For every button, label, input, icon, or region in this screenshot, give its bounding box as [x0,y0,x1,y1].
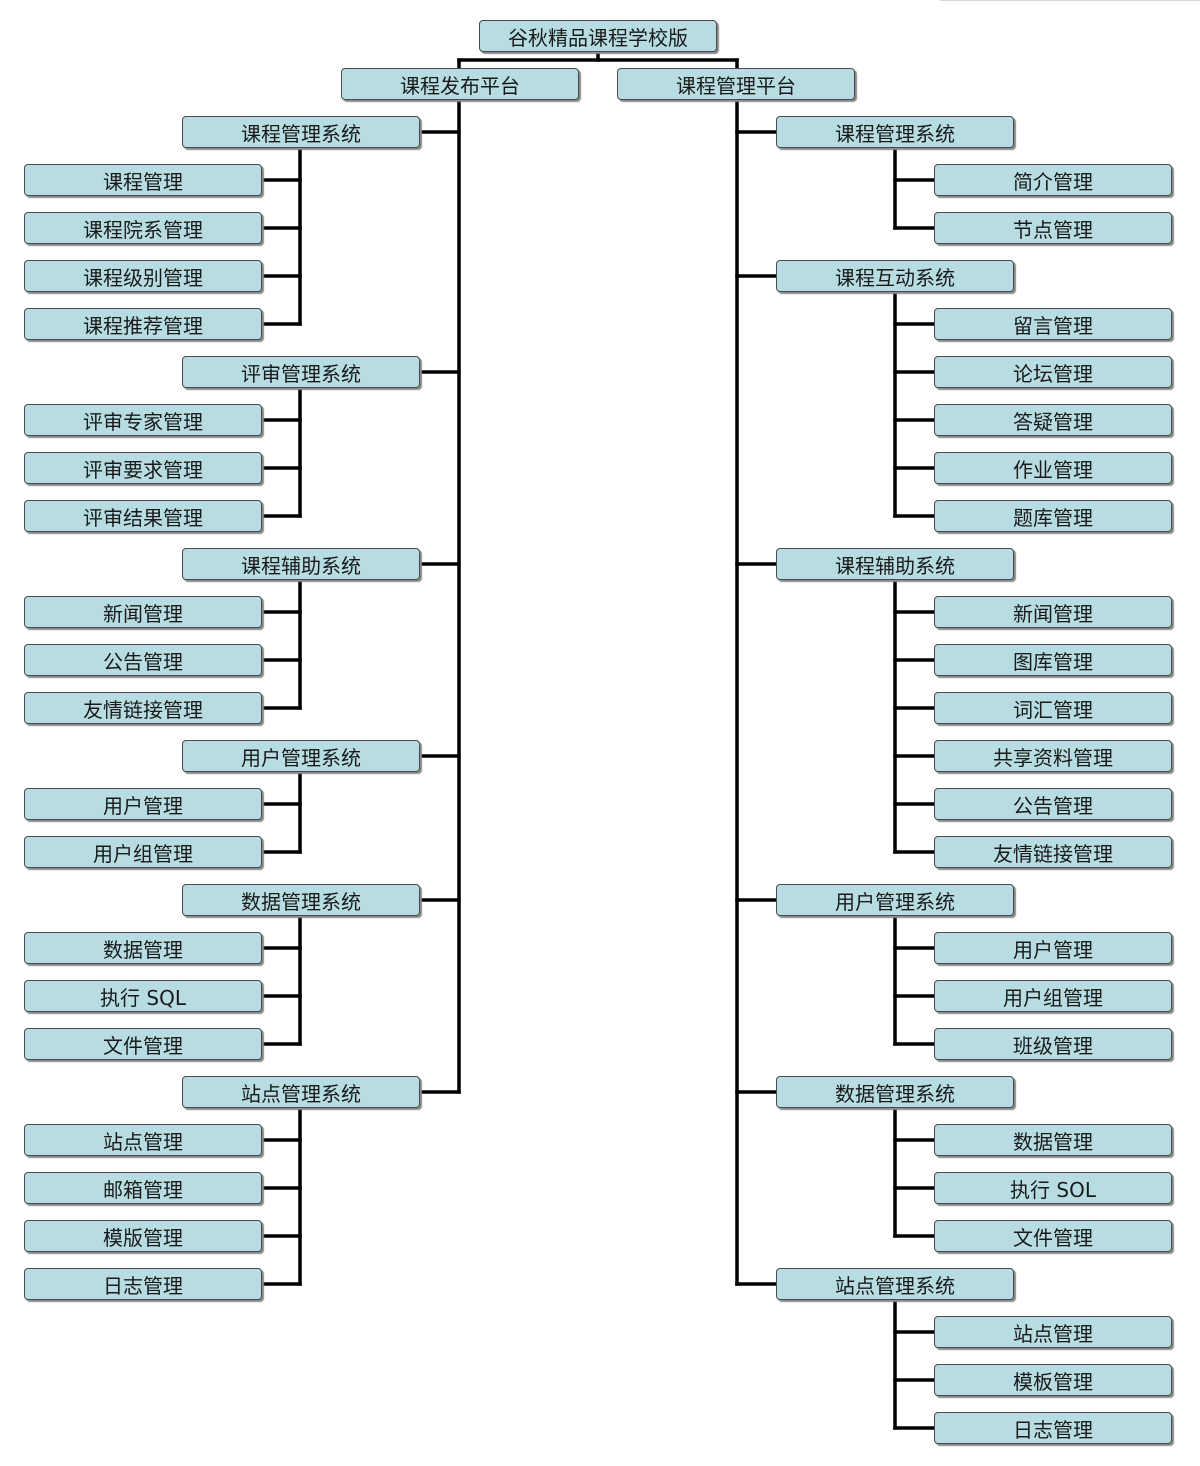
item-node: 日志管理 [24,1268,262,1300]
root-node: 谷秋精品课程学校版 [479,20,717,52]
item-node: 站点管理 [934,1316,1172,1348]
item-node: 站点管理 [24,1124,262,1156]
item-node: 邮箱管理 [24,1172,262,1204]
item-node: 课程管理 [24,164,262,196]
item-node: 新闻管理 [24,596,262,628]
item-node: 用户组管理 [24,836,262,868]
item-node: 文件管理 [934,1220,1172,1252]
item-node: 新闻管理 [934,596,1172,628]
item-node: 执行 SQL [24,980,262,1012]
item-node: 数据管理 [934,1124,1172,1156]
item-node: 用户管理 [934,932,1172,964]
item-node: 用户组管理 [934,980,1172,1012]
item-node: 用户管理 [24,788,262,820]
system-node: 站点管理系统 [182,1076,420,1108]
system-node: 课程互动系统 [776,260,1014,292]
item-node: 文件管理 [24,1028,262,1060]
item-node: 留言管理 [934,308,1172,340]
item-node: 论坛管理 [934,356,1172,388]
system-node: 站点管理系统 [776,1268,1014,1300]
item-node: 简介管理 [934,164,1172,196]
item-node: 数据管理 [24,932,262,964]
item-node: 班级管理 [934,1028,1172,1060]
system-node: 课程辅助系统 [182,548,420,580]
item-node: 答疑管理 [934,404,1172,436]
item-node: 作业管理 [934,452,1172,484]
header-rule [940,0,1200,4]
system-node: 评审管理系统 [182,356,420,388]
item-node: 共享资料管理 [934,740,1172,772]
system-node: 数据管理系统 [182,884,420,916]
item-node: 公告管理 [934,788,1172,820]
system-node: 用户管理系统 [182,740,420,772]
platform-node-left: 课程发布平台 [341,68,579,100]
item-node: 友情链接管理 [934,836,1172,868]
item-node: 课程院系管理 [24,212,262,244]
item-node: 评审结果管理 [24,500,262,532]
system-node: 课程管理系统 [776,116,1014,148]
item-node: 评审专家管理 [24,404,262,436]
item-node: 节点管理 [934,212,1172,244]
item-node: 图库管理 [934,644,1172,676]
system-node: 课程管理系统 [182,116,420,148]
item-node: 公告管理 [24,644,262,676]
item-node: 课程推荐管理 [24,308,262,340]
item-node: 词汇管理 [934,692,1172,724]
system-node: 课程辅助系统 [776,548,1014,580]
item-node: 日志管理 [934,1412,1172,1444]
item-node: 模板管理 [934,1364,1172,1396]
system-node: 用户管理系统 [776,884,1014,916]
item-node: 评审要求管理 [24,452,262,484]
item-node: 题库管理 [934,500,1172,532]
item-node: 课程级别管理 [24,260,262,292]
platform-node-right: 课程管理平台 [617,68,855,100]
system-node: 数据管理系统 [776,1076,1014,1108]
item-node: 执行 SOL [934,1172,1172,1204]
item-node: 友情链接管理 [24,692,262,724]
item-node: 模版管理 [24,1220,262,1252]
